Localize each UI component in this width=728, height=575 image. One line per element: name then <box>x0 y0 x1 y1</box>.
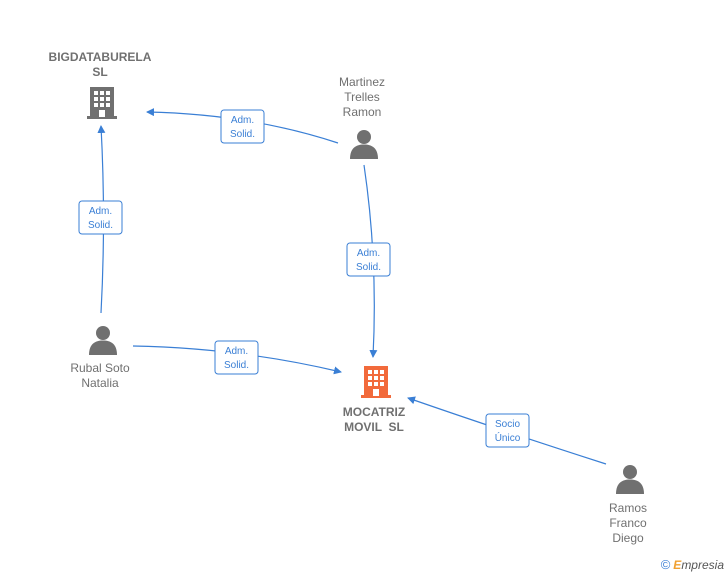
footer: © Empresia <box>661 557 724 572</box>
node-label-line: Rubal Soto <box>70 361 130 375</box>
edge-label-line: Solid. <box>356 262 381 273</box>
node-label-line: Natalia <box>81 376 119 390</box>
edge-label-line: Solid. <box>88 220 113 231</box>
edge-label-rubal-mocatriz: Adm. Solid. <box>214 340 259 375</box>
node-label-line: Trelles <box>344 90 380 104</box>
edge-label-line: Socio <box>495 419 520 430</box>
node-label-line: Ramos <box>609 501 647 515</box>
edge-label-line: Adm. <box>89 206 112 217</box>
building-icon <box>87 87 117 119</box>
node-label-line: MOVIL SL <box>344 420 404 434</box>
node-ramos[interactable]: Ramos Franco Diego <box>609 465 647 545</box>
node-label-line: Diego <box>612 531 644 545</box>
node-rubal[interactable]: Rubal Soto Natalia <box>70 326 130 390</box>
edge-label-martinez-mocatriz: Adm. Solid. <box>346 242 391 277</box>
edge-label-line: Adm. <box>225 346 248 357</box>
brand-name: mpresia <box>681 557 724 572</box>
edge-label-ramos-mocatriz: Socio Único <box>485 413 530 448</box>
node-label-line: BIGDATABURELA <box>49 50 152 64</box>
node-label-line: MOCATRIZ <box>343 405 405 419</box>
node-mocatriz[interactable]: MOCATRIZ MOVIL SL <box>343 366 405 434</box>
node-bigdataburela[interactable]: BIGDATABURELA SL <box>49 50 152 119</box>
edge-label-line: Único <box>495 431 521 444</box>
node-label-line: Ramon <box>343 105 382 119</box>
node-label-line: Martinez <box>339 75 385 89</box>
edge-label-line: Adm. <box>231 115 254 126</box>
edge-label-rubal-bigdataburela: Adm. Solid. <box>78 200 123 235</box>
node-label-line: Franco <box>609 516 647 530</box>
node-label-line: SL <box>92 65 107 79</box>
node-martinez[interactable]: Martinez Trelles Ramon <box>339 75 385 159</box>
edge-label-line: Adm. <box>357 248 380 259</box>
brand-logo[interactable]: Empresia <box>673 558 724 572</box>
copyright-icon: © <box>660 557 671 572</box>
person-icon <box>89 326 117 355</box>
brand-initial: E <box>673 557 682 572</box>
edge-label-martinez-bigdataburela: Adm. Solid. <box>220 109 265 144</box>
edge-labels: Adm. Solid. Adm. Solid. Adm. Solid. Adm.… <box>78 109 530 448</box>
person-icon <box>350 130 378 159</box>
building-icon <box>361 366 391 398</box>
edge-label-line: Solid. <box>230 129 255 140</box>
edge-label-line: Solid. <box>224 360 249 371</box>
person-icon <box>616 465 644 494</box>
